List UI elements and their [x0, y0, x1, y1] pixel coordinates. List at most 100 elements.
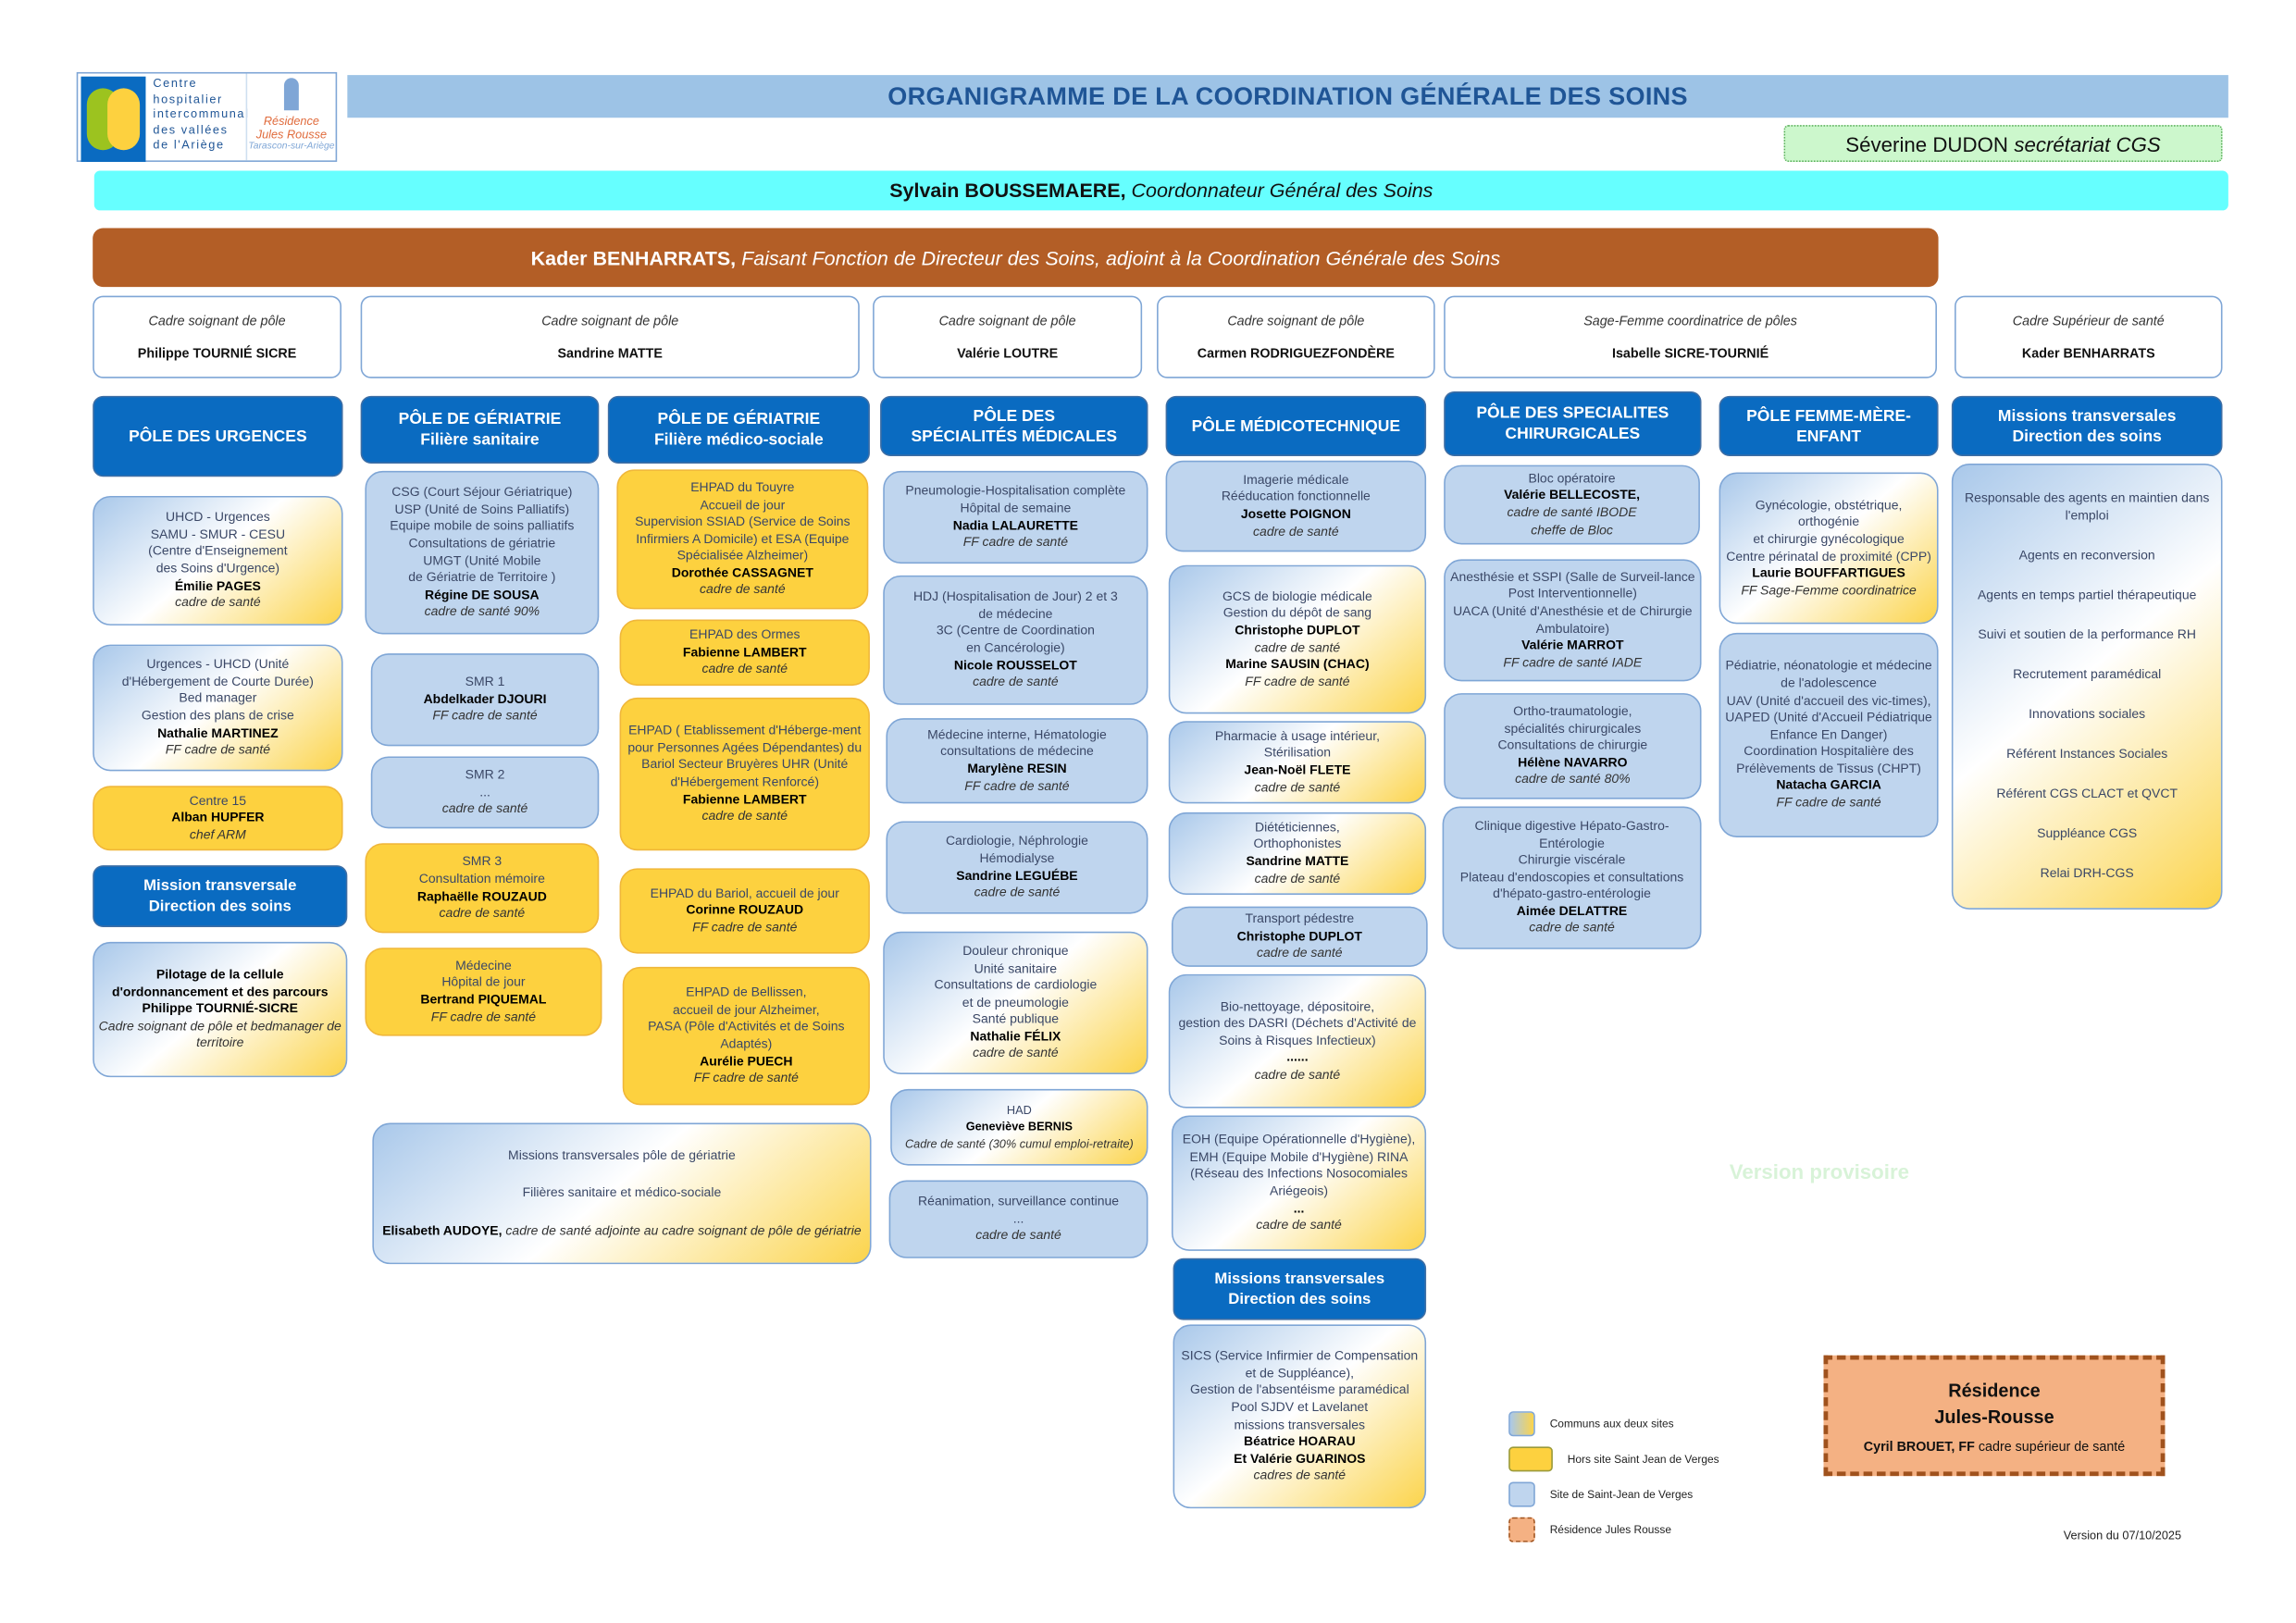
person-role: FF cadre de santé — [432, 708, 538, 724]
cadre-role: Cadre soignant de pôle — [938, 314, 1076, 329]
person-name: Pilotage de la cellule — [155, 966, 284, 982]
hospital-logo-line: des vallées — [153, 122, 229, 137]
service-line: (Centre d'Enseignement — [148, 543, 288, 559]
service-line: EHPAD du Bariol, accueil de jour — [650, 885, 839, 900]
residence-jules-rousse-box: Résidence Jules-Rousse Cyril BROUET, FF … — [1823, 1355, 2166, 1477]
person-name: Nathalie MARTINEZ — [157, 725, 279, 740]
service-line: Direction des soins — [148, 898, 292, 916]
coordinator-role: Coordonnateur Général des Soins — [1131, 180, 1433, 202]
service-line: Supervision SSIAD (Service de Soins Infi… — [635, 514, 850, 564]
person-role: chef ARM — [189, 826, 246, 842]
coordinator-bar: Sylvain BOUSSEMAERE, Coordonnateur Génér… — [93, 170, 2228, 211]
service-line: SICS (Service Infirmier de Compensation … — [1181, 1348, 1419, 1381]
service-line: EHPAD des Ormes — [689, 626, 800, 642]
service-line: Innovations sociales — [2029, 706, 2146, 722]
person-name: Sandrine MATTE — [1246, 853, 1349, 869]
person-role: FF cadre de santé — [1245, 673, 1350, 688]
pole-header-line: SPÉCIALITÉS MÉDICALES — [911, 427, 1118, 446]
person-role: FF cadre de santé — [692, 919, 798, 935]
service-line: Médecine interne, Hématologie — [927, 726, 1107, 742]
person-role: cadre de santé — [439, 905, 526, 921]
cadre-role: Cadre soignant de pôle — [541, 314, 679, 329]
service-line: Transport pédestre — [1245, 911, 1355, 926]
service-line: Douleur chronique — [962, 943, 1069, 959]
pole-header-line: PÔLE DES SPECIALITES — [1476, 404, 1669, 423]
service-line: Plateau d'endoscopies et consultations d… — [1459, 869, 1684, 901]
person-role: cadre de santé adjointe au cadre soignan… — [505, 1221, 862, 1237]
service-line: des Soins d'Urgence) — [155, 560, 280, 576]
person-role: cadre de santé — [175, 594, 261, 610]
pole-header-line: CHIRURGICALES — [1505, 425, 1641, 443]
ehpad-bruyeres-box: EHPAD ( Etablissement d'Héberge-ment pou… — [619, 697, 870, 851]
person-role: cadre de santé — [1529, 920, 1615, 935]
csg-box: CSG (Court Séjour Gériatrique)USP (Unité… — [365, 470, 600, 635]
service-line: Equipe mobile de soins palliatifs — [390, 518, 575, 534]
service-line: PASA (Pôle d'Activités et de Soins Adapt… — [648, 1019, 845, 1051]
person-name: Geneviève BERNIS — [965, 1120, 1073, 1134]
anesthesie-box: Anesthésie et SSPI (Salle de Surveil-lan… — [1444, 559, 1702, 682]
service-line: Consultations de chirurgie — [1497, 737, 1648, 753]
service-line: de Gériatrie de Territoire ) — [408, 569, 556, 585]
service-line: Suppléance CGS — [2037, 825, 2138, 841]
service-line: Agents en temps partiel thérapeutique — [1977, 587, 2197, 602]
service-line: 3C (Centre de Coordination — [936, 623, 1095, 638]
service-line: consultations de médecine — [940, 743, 1094, 759]
service-line: SMR 3 — [462, 853, 503, 869]
reanimation-box: Réanimation, surveillance continue...cad… — [888, 1180, 1148, 1258]
ehpad-bellissen-box: EHPAD de Bellissen,accueil de jour Alzhe… — [622, 966, 870, 1106]
service-line: Référent CGS CLACT et QVCT — [1996, 786, 2178, 801]
person-name: Jean-Noël FLETE — [1244, 762, 1351, 777]
legend-item: Communs aux deux sites — [1508, 1406, 1803, 1441]
pole-header-line: PÔLE FEMME-MÈRE-ENFANT — [1746, 406, 1912, 446]
service-line: Unité sanitaire — [974, 960, 1058, 975]
pole-header: PÔLE MÉDICOTECHNIQUE — [1165, 395, 1427, 457]
service-line: CSG (Court Séjour Gériatrique) — [391, 484, 573, 500]
pole-header: PÔLE DES URGENCES — [93, 395, 343, 477]
person-name: Aimée DELATTRE — [1516, 903, 1628, 919]
missions-direction-soins-box: Responsable des agents en maintien dans … — [1951, 463, 2223, 910]
cadre-name: Isabelle SICRE-TOURNIÉ — [1611, 345, 1769, 361]
pole-header-line: PÔLE DES — [973, 406, 1056, 425]
pole-header-line: Filière médico-sociale — [653, 430, 824, 450]
cadre-name: Kader BENHARRATS — [2021, 345, 2155, 361]
person-role: FF Sage-Femme coordinatrice — [1741, 582, 1917, 598]
service-line: Réanimation, surveillance continue — [918, 1193, 1120, 1208]
person-role: cadre de santé — [1254, 779, 1341, 795]
service-line: UHCD - Urgences — [165, 509, 270, 525]
service-line: SMR 1 — [465, 674, 505, 689]
service-line: UAV (Unité d'accueil des vic-times), UAP… — [1725, 692, 1932, 742]
service-line: EHPAD ( Etablissement d'Héberge-ment pou… — [627, 723, 863, 789]
legend-swatch-icon — [1508, 1410, 1535, 1436]
residence-role: cadre supérieur de santé — [1978, 1439, 2126, 1455]
service-line: d'Hébergement de Courte Durée) — [121, 674, 314, 689]
person-name: Raphaëlle ROUZAUD — [416, 887, 547, 903]
person-name: Valérie MARROT — [1521, 637, 1624, 652]
service-line: Gynécologie, obstétrique, — [1755, 497, 1903, 513]
person-name: Nadia LALAURETTE — [952, 517, 1078, 532]
cadre-role: Cadre soignant de pôle — [148, 314, 286, 329]
service-line: Consultation mémoire — [418, 871, 545, 886]
service-line: Médecine — [455, 958, 512, 973]
person-name: Alban HUPFER — [171, 810, 265, 824]
person-name: Dorothée CASSAGNET — [671, 564, 813, 580]
smr-2-box: SMR 2...cadre de santé — [370, 756, 600, 829]
service-line: HDJ (Hospitalisation de Jour) 2 et 3 — [912, 588, 1118, 604]
person-name: d'ordonnancement et des parcours — [112, 984, 329, 999]
service-line: ... — [1012, 1210, 1024, 1226]
service-line: Bio-nettoyage, dépositoire, — [1220, 998, 1375, 1014]
person-name: Béatrice HOARAU — [1244, 1433, 1356, 1449]
service-line: Coordination Hospitalière des Prélèvemen… — [1736, 743, 1921, 775]
legend-swatch-icon — [1508, 1481, 1535, 1506]
service-line: Bloc opératoire — [1528, 470, 1616, 486]
